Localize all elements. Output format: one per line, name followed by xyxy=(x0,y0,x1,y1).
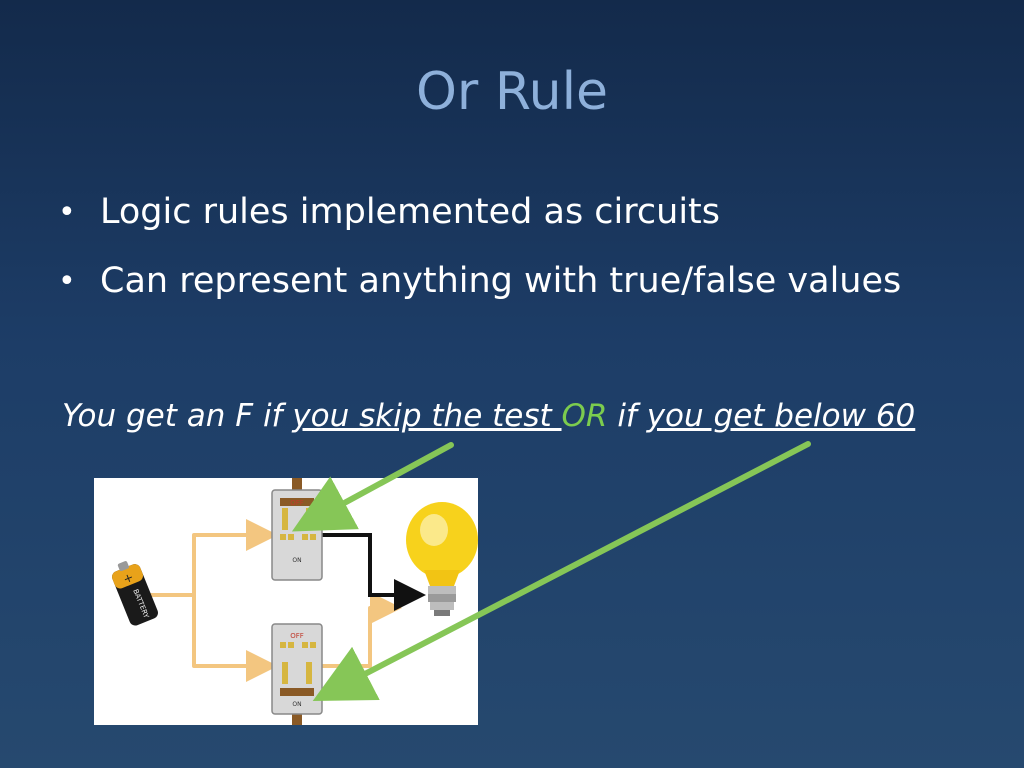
bullet-list: • Logic rules implemented as circuits • … xyxy=(58,195,901,333)
bullet-dot-icon: • xyxy=(58,263,76,299)
switch-top-on-label: ON xyxy=(292,557,301,564)
wire-switch-top-to-bulb xyxy=(322,533,426,611)
or-keyword: OR xyxy=(561,398,608,434)
condition-skip-test: you skip the test xyxy=(292,398,562,434)
light-bulb-icon xyxy=(406,502,478,616)
wire-switch-bottom-to-bulb xyxy=(322,592,402,668)
bullet-text: Logic rules implemented as circuits xyxy=(100,192,721,232)
slide-title: Or Rule xyxy=(415,62,609,122)
switch-top-off-label: OFF xyxy=(290,499,304,507)
sentence-prefix: You get an F if xyxy=(62,398,293,434)
or-circuit-diagram: + BATTERY OFF ON OFF ON xyxy=(94,478,478,728)
bullet-text: Can represent anything with true/false v… xyxy=(100,261,902,301)
battery-plus-label: + xyxy=(121,570,136,587)
battery-icon: + BATTERY xyxy=(112,561,158,626)
wire-to-switch-bottom xyxy=(192,595,278,682)
condition-below-60: you get below 60 xyxy=(646,398,916,434)
bullet-dot-icon: • xyxy=(58,194,76,230)
circuit-svg: + BATTERY OFF ON OFF ON xyxy=(112,478,478,728)
sentence-connector: if xyxy=(607,398,647,434)
bullet-item: • Logic rules implemented as circuits xyxy=(58,195,901,230)
switch-bottom-on-label: ON xyxy=(292,701,301,708)
wire-to-switch-top xyxy=(192,519,278,595)
switch-bottom-off-label: OFF xyxy=(290,632,304,640)
switch-top: OFF ON xyxy=(271,478,323,581)
switch-bottom: OFF ON xyxy=(271,623,323,728)
bullet-item: • Can represent anything with true/false… xyxy=(58,264,901,299)
example-sentence: You get an F if you skip the test OR if … xyxy=(62,398,915,434)
